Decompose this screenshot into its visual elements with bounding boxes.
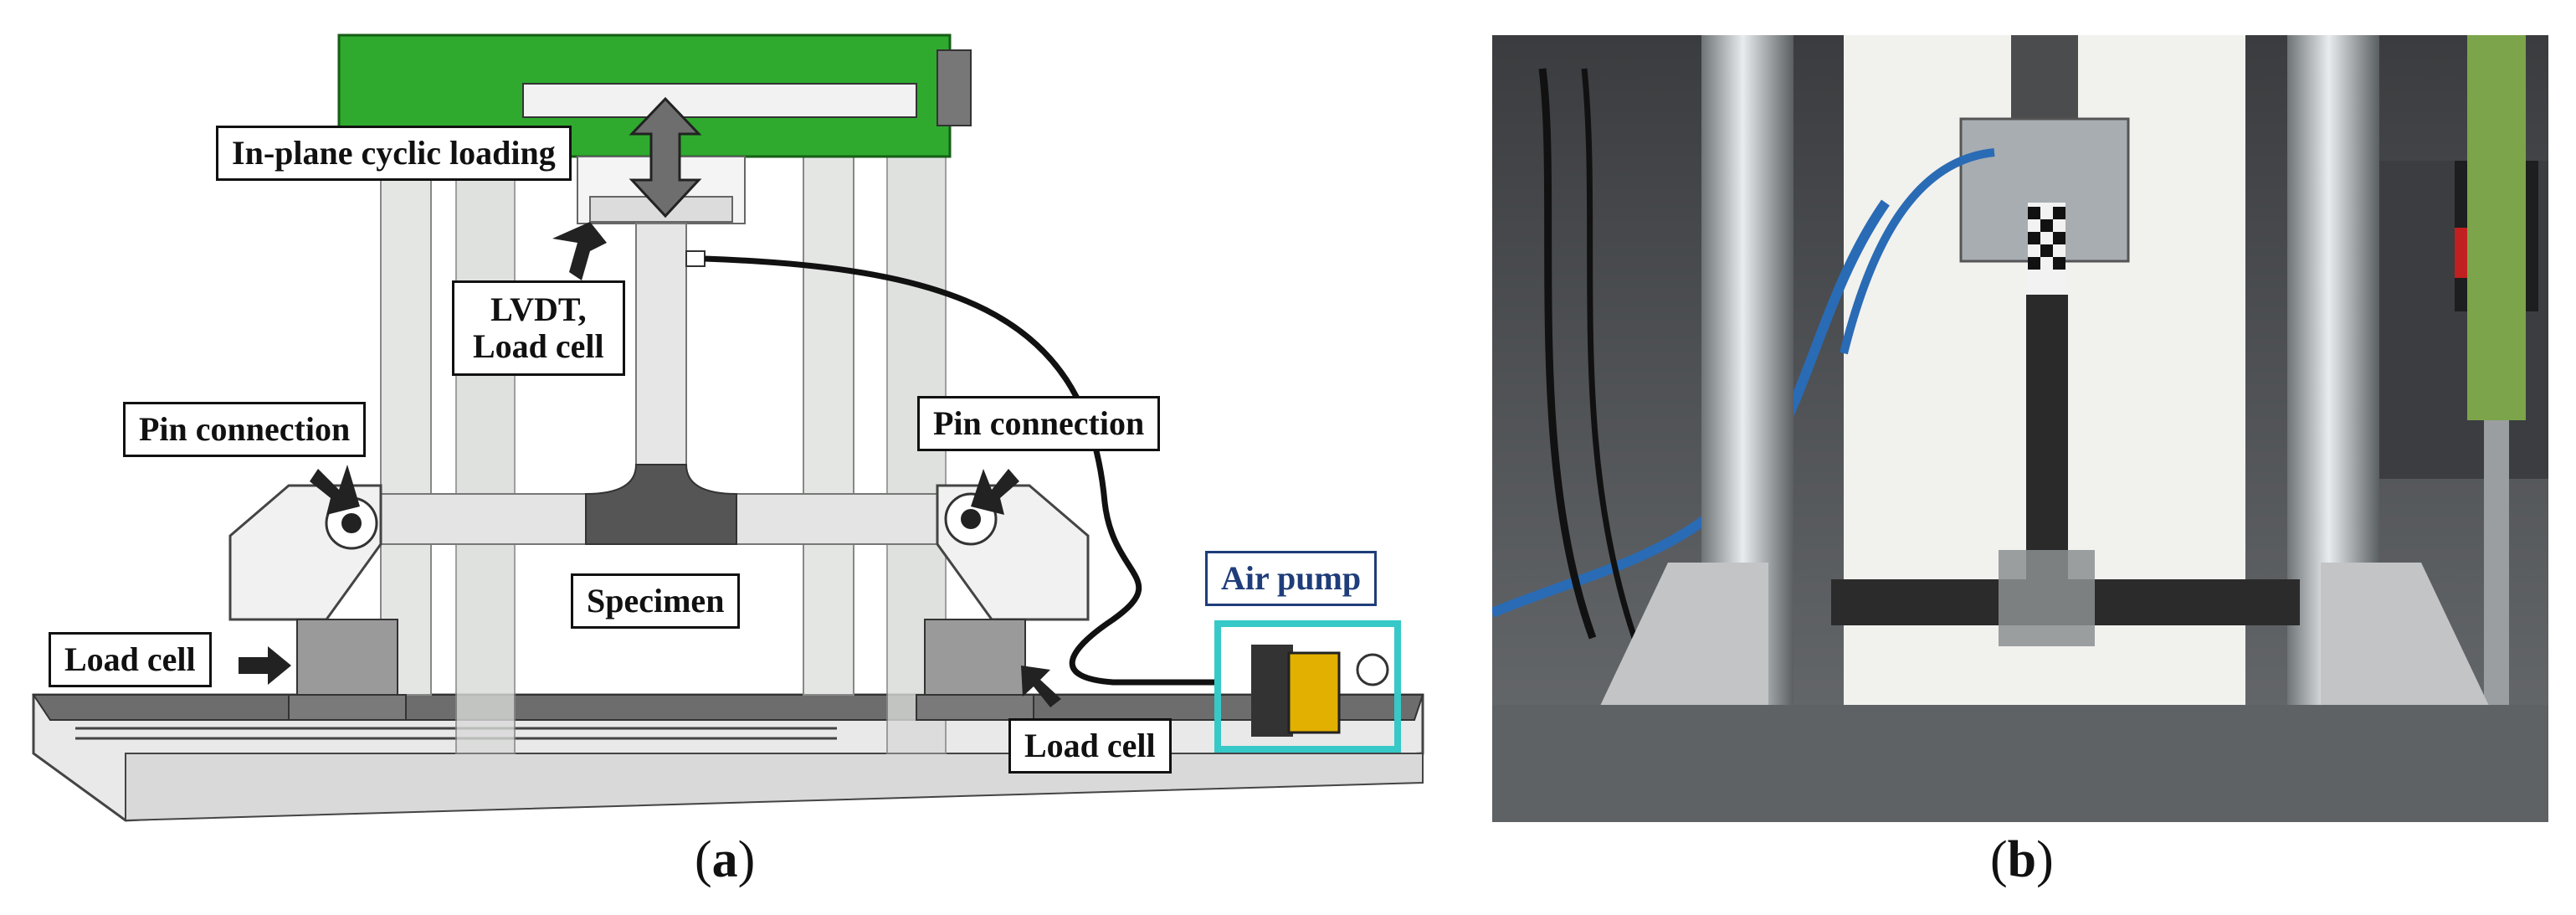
air-hose — [704, 255, 1218, 686]
left-load-cell-label: Load cell — [49, 632, 212, 687]
loading-rod — [635, 223, 687, 475]
inplane-loading-label: In-plane cyclic loading — [216, 126, 572, 181]
lvdt-label-line1: LVDT, — [490, 290, 587, 328]
schematic-panel: In-plane cyclic loading LVDT, Load cell … — [32, 33, 1424, 822]
left-loadcell-pointer-arrow — [239, 646, 291, 685]
caption-a: (a) — [695, 831, 756, 888]
test-photo — [1492, 35, 2548, 822]
air-pump-label: Air pump — [1205, 551, 1378, 606]
caption-b: (b) — [1990, 831, 2054, 888]
right-pin-connection-label: Pin connection — [917, 396, 1161, 451]
left-pin-pointer-arrow — [310, 465, 360, 515]
green-cylinder — [2467, 35, 2526, 420]
right-load-cell-block — [924, 619, 1026, 696]
left-pin-connection-label: Pin connection — [123, 402, 367, 457]
cyclic-loading-arrow — [629, 96, 702, 218]
air-pump-box — [1214, 620, 1401, 753]
right-loadcell-pointer-arrow — [1021, 666, 1061, 707]
caption-a-letter: a — [711, 831, 738, 888]
lvdt-pointer-arrow — [552, 222, 607, 280]
left-load-cell-block — [296, 619, 398, 696]
test-photo-illustration — [1492, 35, 2548, 822]
right-pin-pointer-arrow — [971, 469, 1019, 515]
right-load-cell-label: Load cell — [1008, 718, 1172, 774]
specimen-column — [2026, 295, 2068, 596]
specimen-label: Specimen — [571, 573, 741, 629]
lvdt-label-line2: Load cell — [473, 327, 604, 365]
specimen-joint — [585, 464, 737, 545]
caption-b-letter: b — [2007, 831, 2037, 888]
lvdt-load-cell-label: LVDT, Load cell — [452, 280, 625, 376]
